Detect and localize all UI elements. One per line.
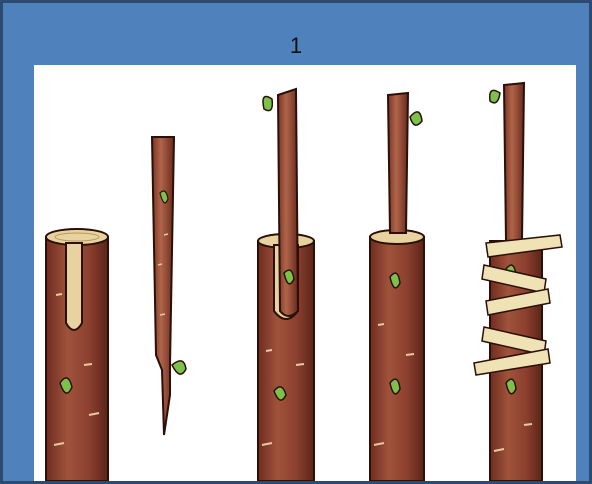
step-1-scion [152, 137, 186, 435]
grafting-steps-illustration [34, 65, 576, 481]
step-1-rootstock [46, 229, 108, 481]
step-3-closed [370, 93, 424, 481]
step-2-inserted [258, 89, 314, 481]
step-4-wrapped [474, 83, 562, 481]
illustration-canvas [34, 65, 576, 481]
figure-title: 1 [3, 33, 589, 59]
